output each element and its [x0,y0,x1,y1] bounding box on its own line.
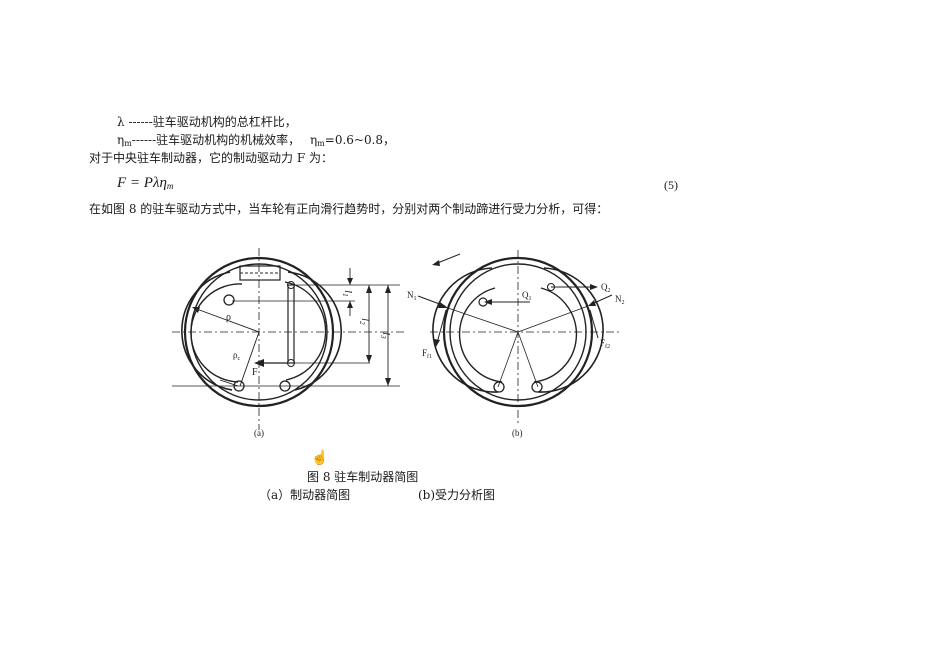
svg-text:ρc: ρc [233,350,241,362]
diagram-b [417,250,620,425]
label-b: (b) [512,428,523,438]
svg-text:Q2: Q2 [601,282,611,294]
figure-8: ρ ρc F l1 l2 l3 (a) [160,240,650,445]
subcaption-a: （a）制动器简图 [259,488,351,502]
eta-text: 驻车驱动机构的机械效率， [156,133,301,147]
diagram-a [172,248,405,430]
intro-paragraph: 对于中央驻车制动器，它的制动驱动力 F 为： [89,151,333,165]
eta-range-value: =0.6~0.8， [324,133,396,147]
eta-definition: ηm------驻车驱动机构的机械效率， ηm=0.6~0.8， [117,133,395,151]
svg-text:Ff2: Ff2 [600,338,610,350]
dashes: ------ [131,133,157,147]
svg-text:l2: l2 [358,318,371,325]
figure-caption: 图 8 驻车制动器简图 [307,470,419,484]
svg-text:N1: N1 [407,290,417,302]
analysis-paragraph: 在如图 8 的驻车驱动方式中，当车轮有正向滑行趋势时，分别对两个制动蹄进行受力分… [89,202,609,216]
equation-number: (5) [664,178,678,192]
lambda-text: 驻车驱动机构的总杠杆比， [152,115,297,129]
svg-text:l1: l1 [341,290,354,297]
lambda-definition: λ ------驻车驱动机构的总杠杆比， [117,115,297,129]
svg-text:F: F [252,367,258,378]
eta-symbol: η [117,133,125,147]
brake-diagrams: ρ ρc F l1 l2 l3 (a) [172,248,625,438]
eta-subscript: m [124,139,132,148]
equation: F = Pληm [117,175,173,192]
svg-text:Ff1: Ff1 [422,348,432,360]
label-a: (a) [254,428,264,438]
svg-text:Q1: Q1 [522,290,532,302]
lambda-symbol: λ [117,115,125,129]
eta-range-subscript: m [317,139,325,148]
svg-text:N2: N2 [615,294,625,306]
svg-text:ρ: ρ [226,312,231,323]
subcaption-b: (b)受力分析图 [418,488,496,502]
dashes: ------ [128,115,153,129]
hand-pointer-icon: ☝ [311,450,329,466]
equation-subscript: m [166,181,174,191]
svg-text:l3: l3 [379,332,392,339]
eta-range-symbol: η [309,133,318,147]
equation-text: F = Pλη [117,175,167,191]
